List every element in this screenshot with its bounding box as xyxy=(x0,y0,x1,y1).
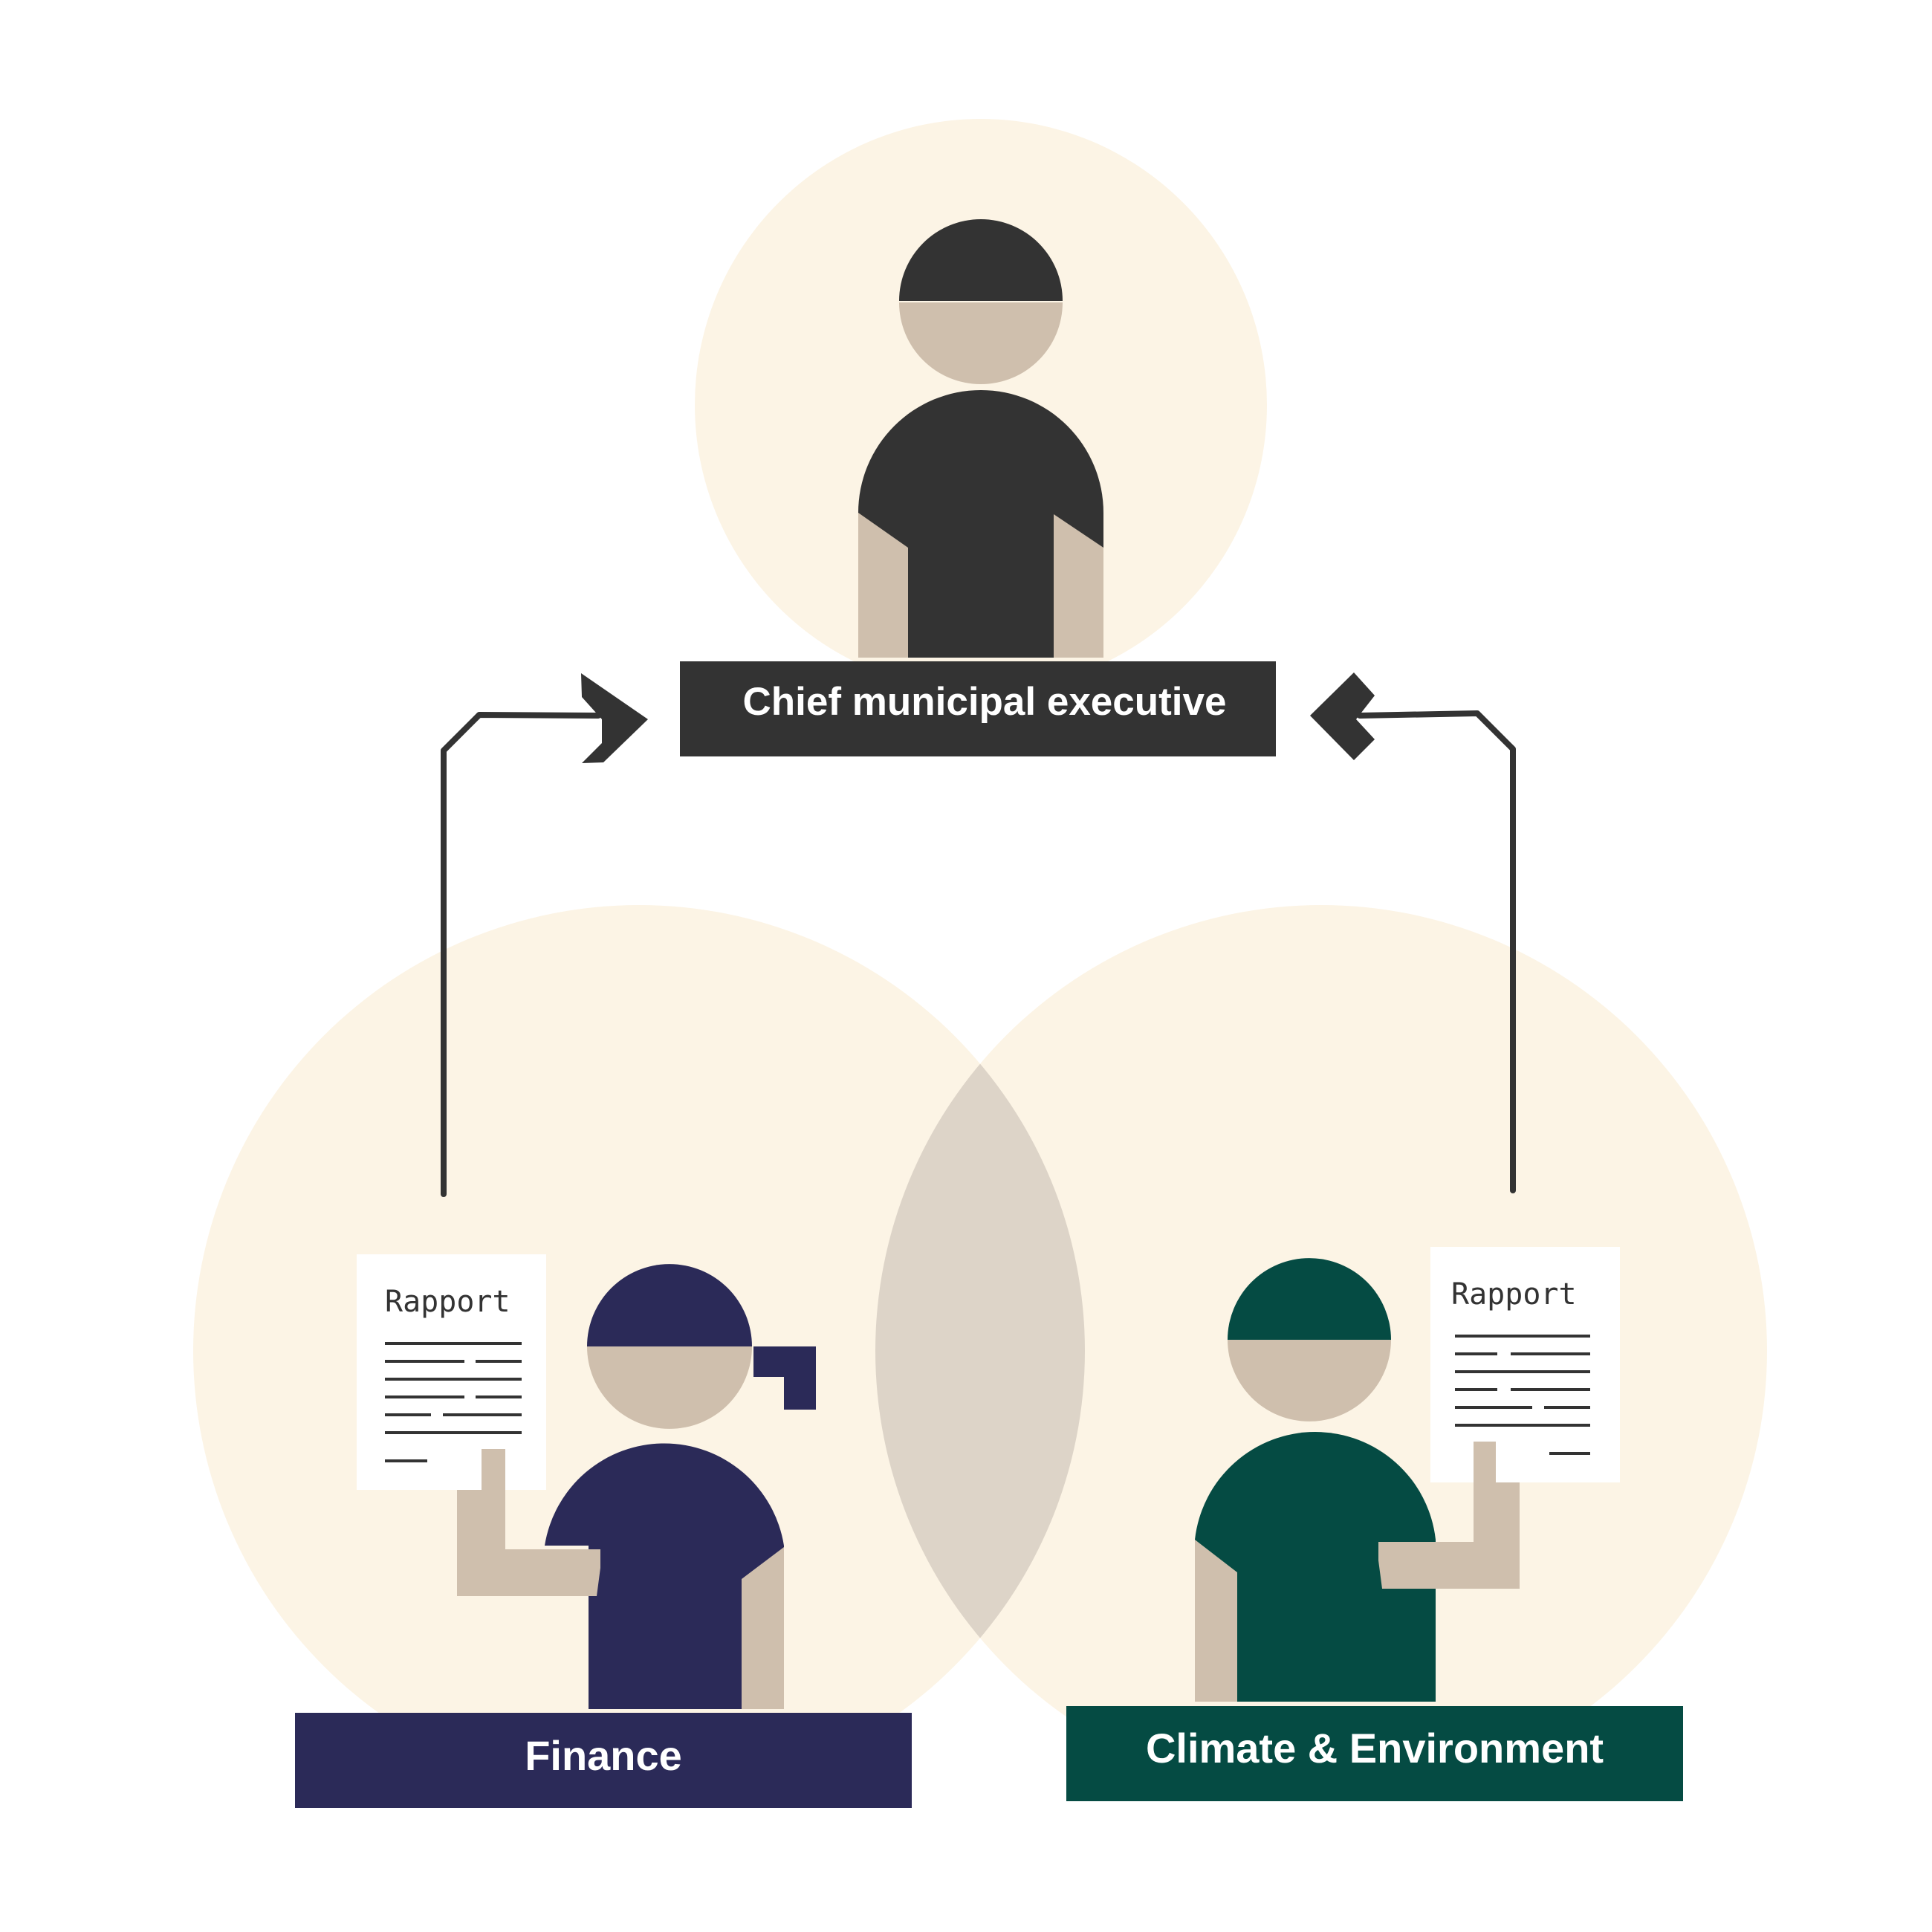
finance-label-text: Finance xyxy=(525,1732,682,1779)
report-document-left: Rapport xyxy=(357,1254,546,1490)
finance-face xyxy=(587,1346,752,1429)
report-document-right: Rapport xyxy=(1430,1247,1620,1482)
report-title-left: Rapport xyxy=(385,1285,510,1319)
arrowhead-left-icon xyxy=(1310,672,1375,760)
climate-figure xyxy=(1195,1258,1520,1702)
chief-hair xyxy=(899,219,1063,301)
climate-hair xyxy=(1228,1258,1391,1340)
chief-right-arm xyxy=(1054,514,1103,658)
finance-figure xyxy=(457,1264,816,1709)
chief-label: Chief municipal executive xyxy=(680,661,1276,756)
chief-figure xyxy=(858,219,1103,658)
climate-face xyxy=(1228,1340,1391,1422)
report-title-right: Rapport xyxy=(1451,1277,1577,1312)
climate-label: Climate & Environment xyxy=(1066,1706,1683,1801)
climate-left-arm xyxy=(1195,1540,1237,1702)
finance-raised-arm xyxy=(457,1449,600,1596)
chief-label-text: Chief municipal executive xyxy=(743,680,1227,724)
finance-ponytail xyxy=(753,1346,816,1410)
finance-body xyxy=(545,1443,784,1709)
climate-label-text: Climate & Environment xyxy=(1146,1725,1604,1771)
arrowhead-right-icon xyxy=(581,673,648,763)
chief-left-arm xyxy=(858,513,908,658)
finance-right-arm xyxy=(742,1547,784,1709)
chief-body xyxy=(858,390,1103,658)
climate-raised-arm xyxy=(1378,1442,1520,1589)
arrow-finance-to-chief xyxy=(441,673,648,1197)
finance-hair xyxy=(587,1264,752,1346)
climate-body xyxy=(1195,1432,1436,1702)
finance-label: Finance xyxy=(295,1713,912,1808)
arrow-climate-to-chief xyxy=(1310,672,1516,1193)
chief-face xyxy=(899,302,1063,384)
